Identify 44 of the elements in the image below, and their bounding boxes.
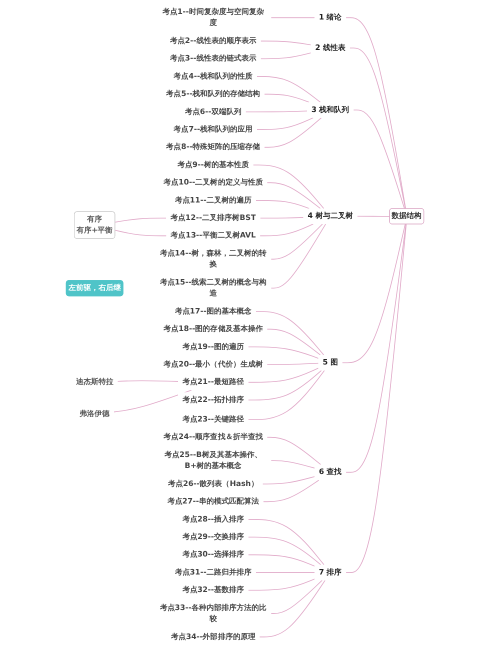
connector: [256, 117, 314, 130]
connector: [259, 580, 326, 638]
connector: [252, 164, 324, 209]
connector: [117, 380, 178, 382]
connector: [248, 519, 324, 566]
connector: [349, 48, 406, 210]
connector: [264, 117, 322, 148]
connector: [353, 110, 405, 210]
connector: [266, 362, 319, 366]
connector: [270, 224, 326, 289]
connector: [255, 311, 324, 356]
connector: [262, 476, 315, 484]
connector: [255, 572, 315, 573]
connector: [270, 460, 315, 468]
connector: [260, 40, 312, 46]
connector: [114, 218, 167, 223]
connector: [248, 368, 319, 383]
connector: [266, 328, 321, 356]
connector: [255, 200, 310, 209]
connector: [342, 224, 406, 364]
connector: [346, 17, 406, 210]
connector: [248, 346, 319, 359]
connector: [260, 217, 304, 219]
connector: [114, 230, 167, 236]
connector: [248, 370, 322, 400]
connector: [270, 580, 323, 614]
connector: [270, 17, 315, 18]
connector: [266, 182, 321, 209]
connector: [260, 224, 314, 236]
connector: [114, 390, 192, 412]
connector: [248, 370, 325, 420]
connector: [264, 94, 310, 103]
connector: [248, 554, 315, 566]
connector: [256, 76, 321, 103]
connector: [266, 436, 322, 465]
connector: [260, 52, 312, 60]
connector: [270, 224, 323, 260]
connector: [245, 110, 308, 112]
connector: [262, 480, 320, 502]
connector: [248, 578, 315, 591]
connector: [346, 224, 406, 473]
connector: [248, 536, 322, 566]
connector: [356, 216, 390, 217]
connector: [346, 224, 407, 573]
